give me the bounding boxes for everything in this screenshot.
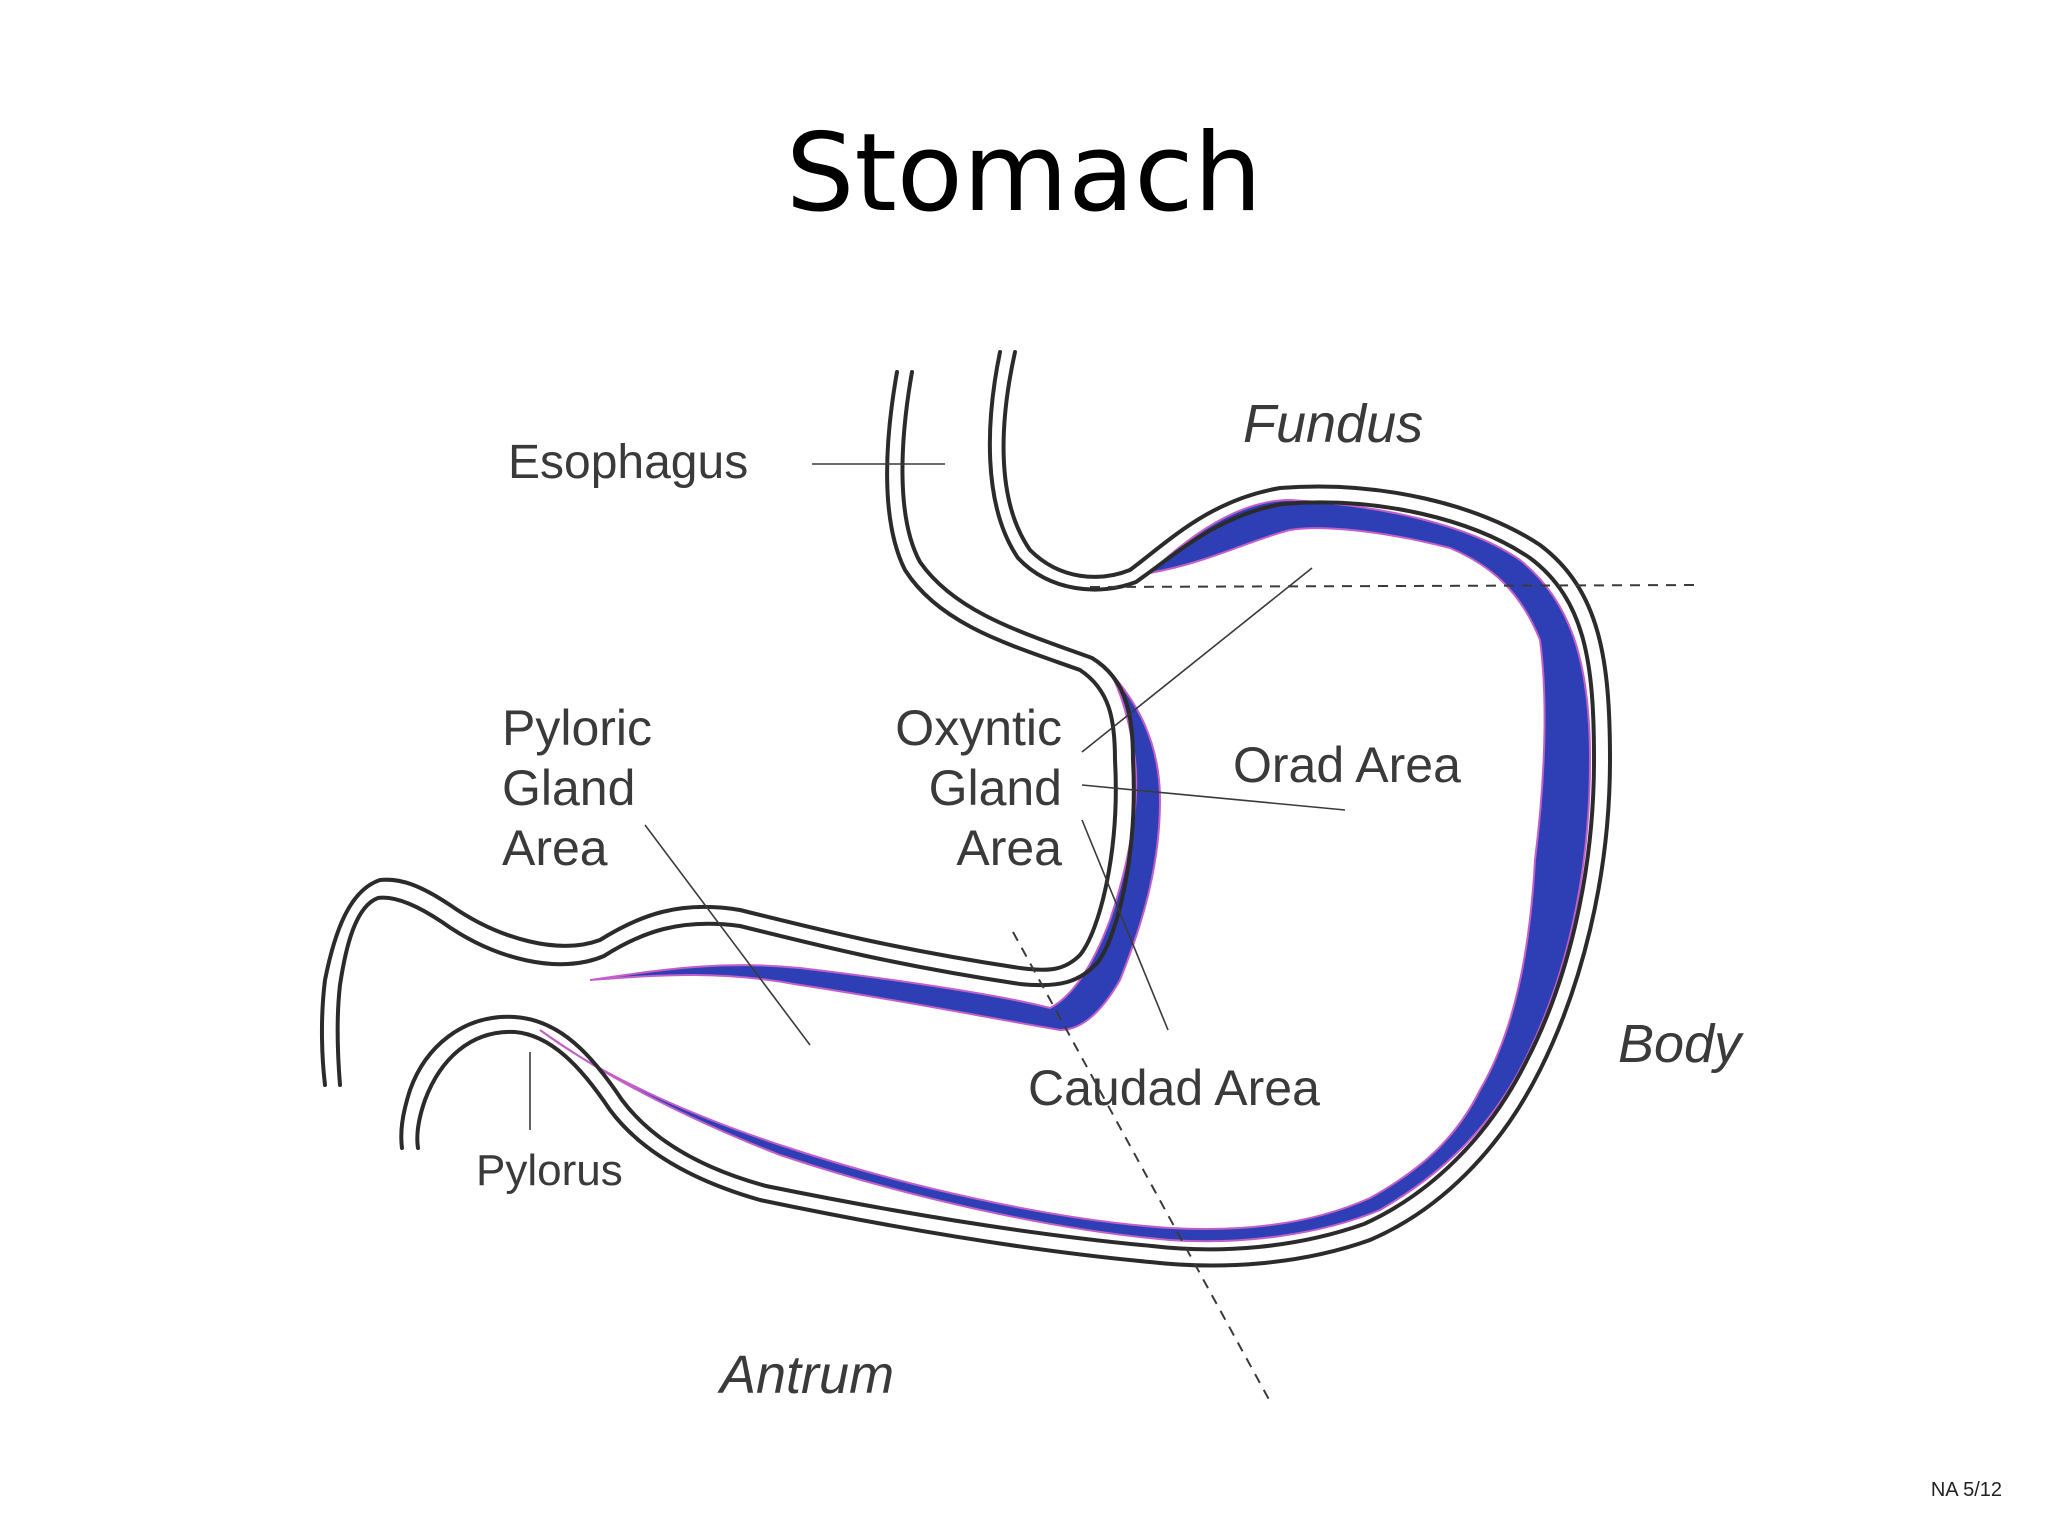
pyloric-gland-area-line-2: Gland: [502, 760, 635, 816]
oxyntic-gland-area-line-1: Oxyntic: [895, 700, 1062, 756]
oxyntic-gland-area-line-2: Gland: [929, 760, 1062, 816]
fundus-body-boundary: [1090, 585, 1700, 587]
orad-area-label: Orad Area: [1233, 737, 1461, 793]
oxyntic-gland-leader-1: [1082, 568, 1312, 752]
pyloric-gland-leader: [645, 825, 810, 1045]
oxyntic-gland-area-line-3: Area: [956, 820, 1062, 876]
region-boundaries: [1013, 585, 1700, 1405]
pyloric-gland-area-label: Pyloric Gland Area: [502, 700, 652, 876]
pylorus-label: Pylorus: [476, 1146, 623, 1195]
slide-number: NA 5/12: [1931, 1479, 2002, 1502]
pyloric-gland-area-line-1: Pyloric: [502, 700, 652, 756]
body-antrum-boundary: [1013, 932, 1272, 1405]
body-label: Body: [1618, 1014, 1744, 1074]
caudad-area-label: Caudad Area: [1028, 1060, 1320, 1116]
oxyntic-gland-area-label: Oxyntic Gland Area: [895, 700, 1062, 876]
mucosa-layer: [540, 500, 1590, 1241]
pyloric-gland-area-line-3: Area: [502, 820, 608, 876]
greater-curvature-mucosa: [540, 500, 1590, 1241]
fundus-label: Fundus: [1243, 394, 1423, 454]
lesser-curvature-mucosa: [590, 672, 1160, 1030]
antrum-label: Antrum: [717, 1345, 894, 1405]
esophagus-label: Esophagus: [508, 436, 748, 489]
